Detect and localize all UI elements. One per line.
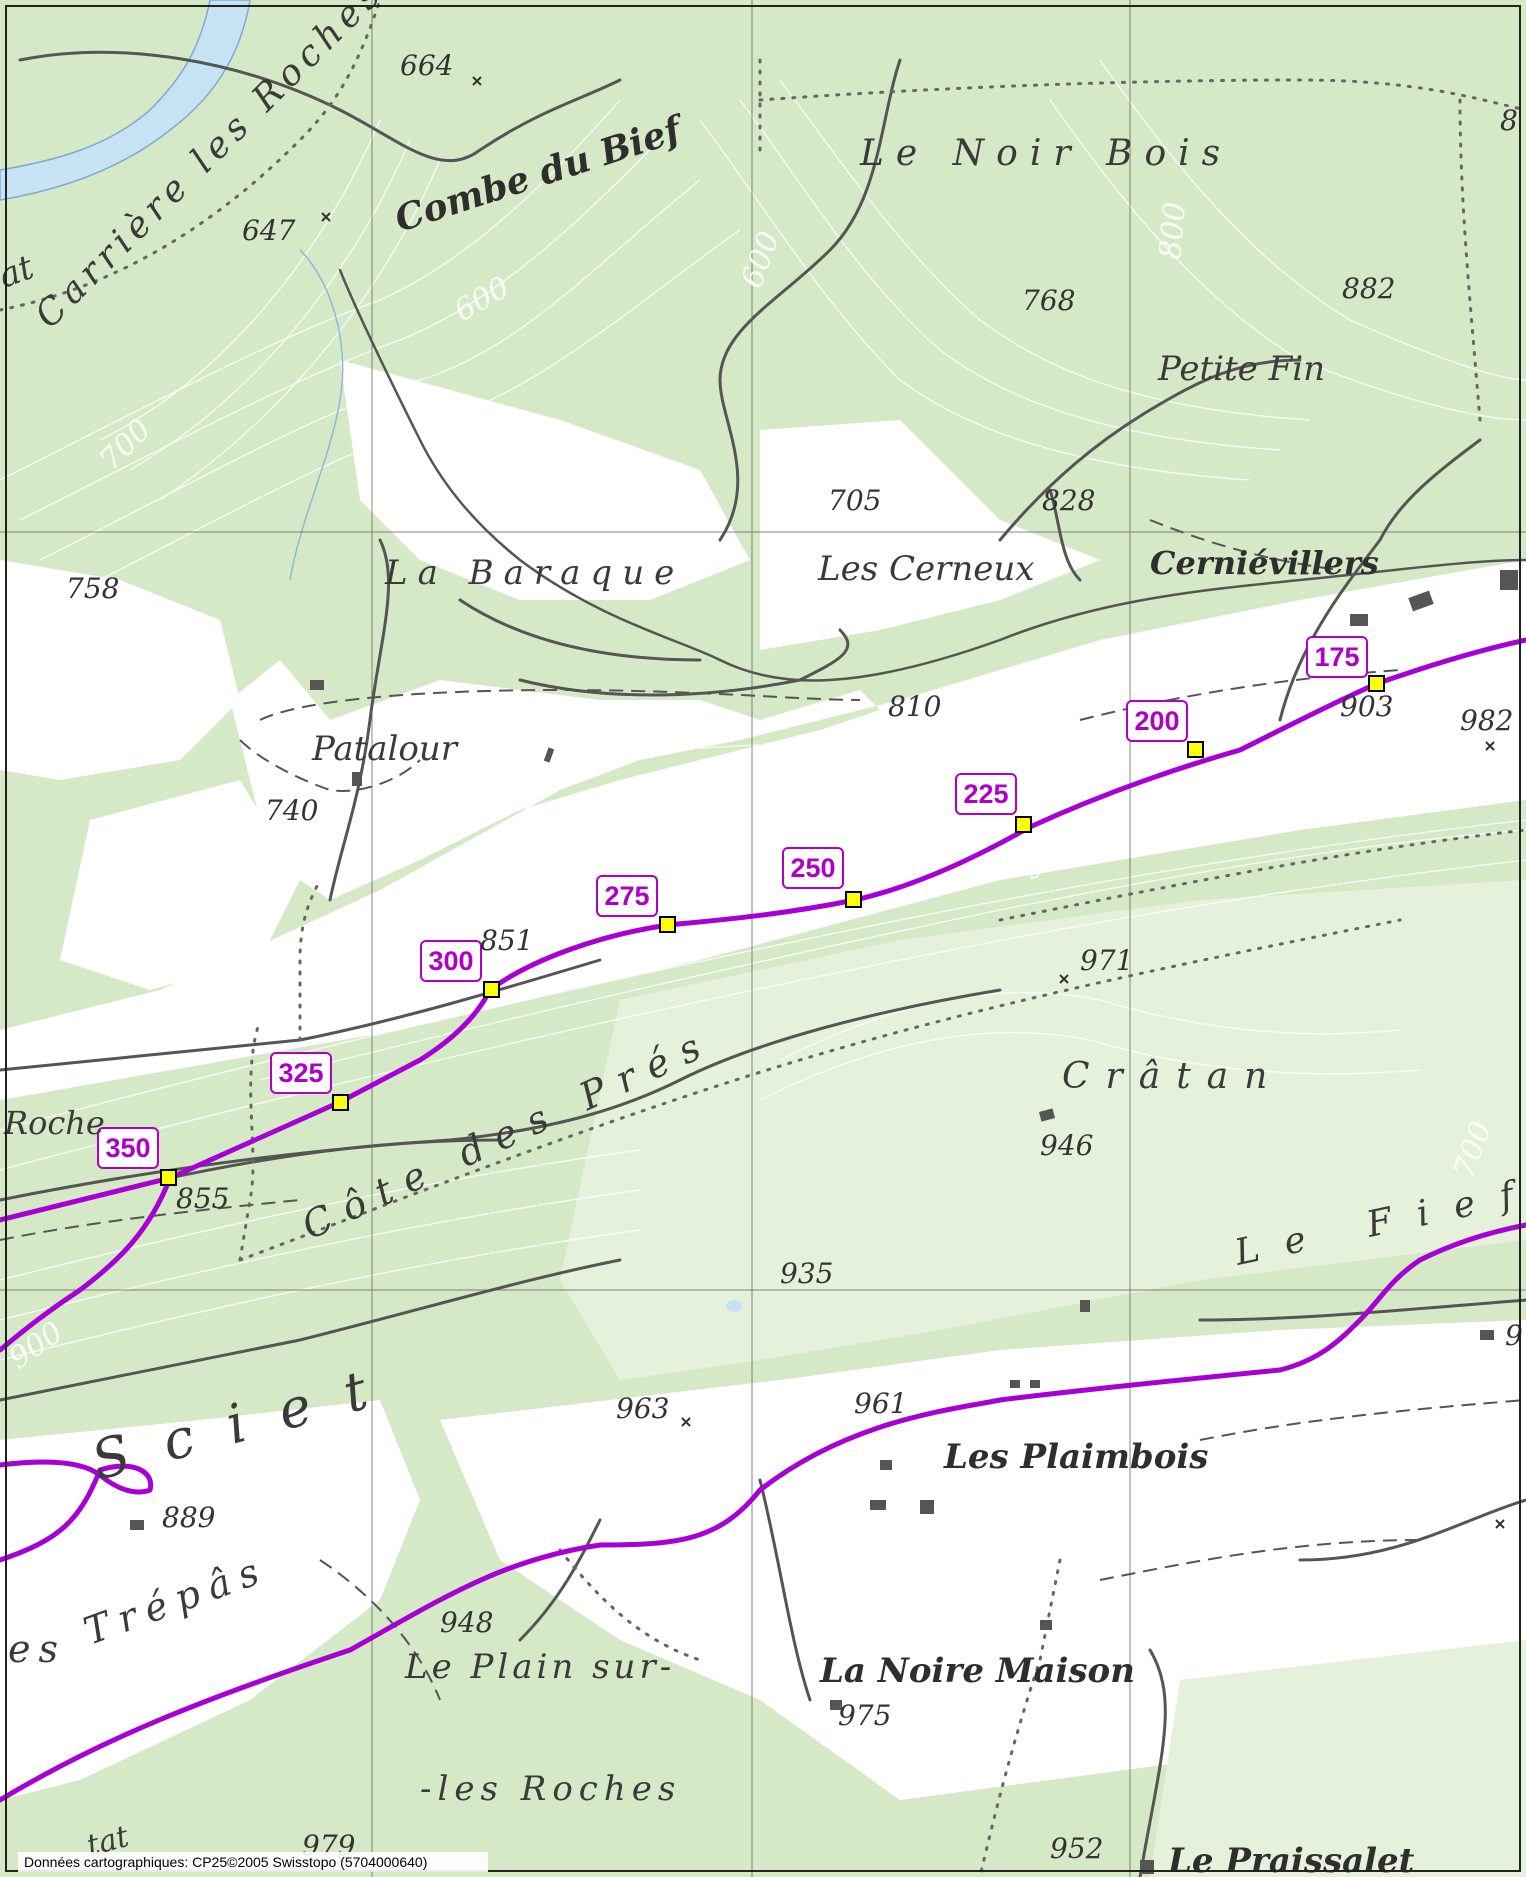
river <box>0 0 742 1312</box>
spot-height-740: 740 <box>265 794 318 827</box>
label-le-noir-bois: Le Noir Bois <box>859 133 1232 174</box>
spot-height-edge-8: 8 <box>1500 104 1518 137</box>
km-label-200: 200 <box>1134 706 1179 736</box>
spot-height-961: 961 <box>854 1387 907 1420</box>
spot-height-935: 935 <box>780 1257 833 1290</box>
spot-height-982: 982 <box>1460 704 1513 737</box>
map-frame <box>5 5 1521 1872</box>
km-label-350: 350 <box>105 1133 150 1163</box>
spot-height-768: 768 <box>1022 284 1075 317</box>
spot-height-889: 889 <box>162 1501 215 1534</box>
km-marker-175[interactable]: 175 <box>1306 636 1385 692</box>
label-roche-left: Roche <box>3 1104 105 1142</box>
spot-height-963: 963 <box>616 1392 669 1425</box>
km-label-325: 325 <box>278 1058 323 1088</box>
contour-lines <box>0 59 1526 1641</box>
km-marker-225[interactable]: 225 <box>955 773 1032 833</box>
km-marker-200[interactable]: 200 <box>1126 700 1204 758</box>
km-label-250: 250 <box>790 853 835 883</box>
spot-height-664: 664 <box>400 49 453 82</box>
credit-background <box>18 1852 488 1872</box>
lower-route <box>0 1222 1526 1803</box>
route-lines <box>0 637 1526 1803</box>
km-markers: 175 200 225 250 275 300 <box>97 636 1385 1186</box>
label-le-plain-sur: Le Plain sur- <box>404 1647 675 1687</box>
km-label-225: 225 <box>963 779 1008 809</box>
label-les-roches-bottom: -les Roches <box>420 1769 681 1809</box>
spot-height-971: 971 <box>1080 944 1133 977</box>
label-es: es <box>8 1627 66 1671</box>
km-label-300: 300 <box>428 946 473 976</box>
roads <box>0 50 1526 1877</box>
spot-height-705: 705 <box>828 484 881 517</box>
map-credit: Données cartographiques: CP25©2005 Swiss… <box>24 1854 427 1870</box>
label-petite-fin: Petite Fin <box>1157 349 1325 389</box>
label-la-baraque: La Baraque <box>384 553 684 593</box>
spot-height-758: 758 <box>66 572 119 605</box>
spot-height-810: 810 <box>888 690 941 723</box>
spot-height-828: 828 <box>1042 484 1095 517</box>
km-marker-300[interactable]: 300 <box>420 940 500 998</box>
spot-height-946: 946 <box>1040 1129 1093 1162</box>
spot-height-855: 855 <box>176 1182 229 1215</box>
spot-height-952: 952 <box>1050 1832 1103 1865</box>
spot-height-975: 975 <box>838 1699 891 1732</box>
km-marker-275[interactable]: 275 <box>596 875 676 933</box>
km-label-175: 175 <box>1314 642 1359 672</box>
label-cratan: Crâtan <box>1062 1056 1283 1097</box>
branch-route-left <box>0 1175 173 1353</box>
spot-height-882: 882 <box>1342 272 1395 305</box>
spot-markers <box>321 76 1505 1865</box>
contour-label-800-a: 800 <box>1153 201 1193 261</box>
spot-height-948: 948 <box>440 1606 493 1639</box>
spot-height-851: 851 <box>480 924 533 957</box>
spot-height-edge-9: 9 <box>1505 1319 1523 1352</box>
label-les-plaimbois: Les Plaimbois <box>943 1437 1208 1477</box>
km-marker-250[interactable]: 250 <box>782 847 862 908</box>
spot-height-647: 647 <box>242 214 296 247</box>
label-patalour: Patalour <box>311 729 459 769</box>
label-les-cerneux: Les Cerneux <box>817 549 1034 589</box>
label-cernievillers: Cerniévillers <box>1150 544 1379 582</box>
km-label-275: 275 <box>604 881 649 911</box>
main-route <box>0 637 1526 1223</box>
km-marker-325[interactable]: 325 <box>270 1052 349 1111</box>
km-marker-350[interactable]: 350 <box>97 1127 177 1186</box>
spot-height-903: 903 <box>1340 690 1393 723</box>
label-la-noire-maison: La Noire Maison <box>819 1651 1135 1691</box>
spot-heights: 664 647 768 882 705 828 758 810 903 982 … <box>66 49 1523 1865</box>
